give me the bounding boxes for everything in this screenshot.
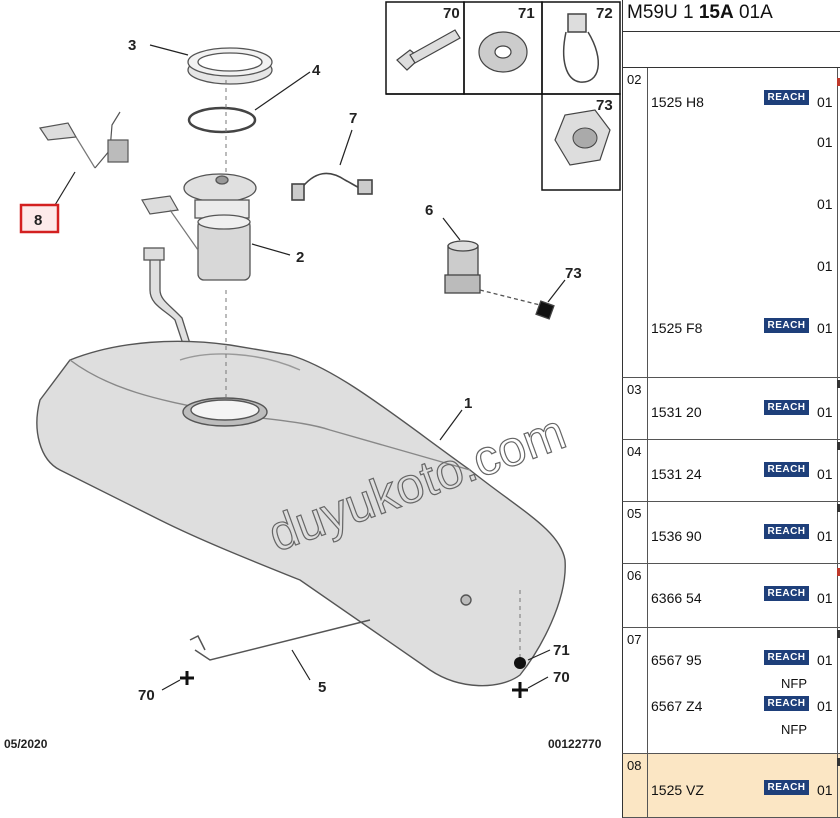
- box-label-70: 70: [443, 5, 460, 22]
- fuel-tank: [36, 340, 566, 687]
- parts-row-02[interactable]: 02 1525 H8 REACH 01 01 01 01 1525 F8 REA…: [622, 68, 840, 378]
- nfp-flag: NFP: [781, 676, 807, 691]
- callout-4: 4: [312, 62, 321, 79]
- row-number: 08: [627, 758, 642, 773]
- quantity: 01: [817, 258, 833, 274]
- callout-70-left: 70: [138, 687, 155, 704]
- callout-2: 2: [296, 249, 304, 266]
- quantity: 01: [817, 466, 833, 482]
- callout-5: 5: [318, 679, 326, 696]
- hose-clip-icon: [562, 13, 599, 83]
- diagram-reference: 00122770: [548, 737, 602, 751]
- washer-icon: [478, 31, 528, 73]
- part-number[interactable]: 1531 20: [651, 404, 702, 420]
- vent-valve: [444, 240, 555, 320]
- parts-row-03[interactable]: 03 1531 20 REACH 01: [622, 378, 840, 440]
- box-label-71: 71: [518, 5, 535, 22]
- quantity: 01: [817, 698, 833, 714]
- reach-badge: REACH: [764, 586, 809, 601]
- model-suffix: 01A: [738, 2, 773, 23]
- part-number[interactable]: 6366 54: [651, 590, 702, 606]
- parts-row-06[interactable]: 06 6366 54 REACH 01: [622, 564, 840, 628]
- exploded-parts-diagram: 70 71 72 73: [19, 1, 621, 704]
- parts-row-05[interactable]: 05 1536 90 REACH 01: [622, 502, 840, 564]
- box-label-73: 73: [596, 97, 613, 114]
- part-number[interactable]: 1536 90: [651, 528, 702, 544]
- callout-8: 8: [34, 212, 42, 229]
- level-sender: [38, 111, 129, 169]
- row-number: 07: [627, 632, 642, 647]
- row-number: 02: [627, 72, 642, 87]
- part-number[interactable]: 1531 24: [651, 466, 702, 482]
- wiring-harness: [291, 172, 373, 201]
- row-marker: [837, 380, 840, 388]
- assembly-lines: [225, 80, 521, 662]
- reach-badge: REACH: [764, 696, 809, 711]
- hardware-legend-boxes: [385, 1, 621, 191]
- quantity: 01: [817, 134, 833, 150]
- reach-badge: REACH: [764, 462, 809, 477]
- callout-71: 71: [553, 642, 570, 659]
- callout-6: 6: [425, 202, 433, 219]
- quantity: 01: [817, 782, 833, 798]
- row-marker: [837, 504, 840, 512]
- reach-badge: REACH: [764, 318, 809, 333]
- model-variant: 15A: [698, 2, 734, 23]
- callout-8-highlight[interactable]: [19, 203, 60, 234]
- callout-73: 73: [565, 265, 582, 282]
- bolt-marker-right: [512, 682, 528, 698]
- row-number: 06: [627, 568, 642, 583]
- strap-rod: [189, 619, 371, 661]
- locking-ring: [187, 47, 273, 85]
- leader-lines: [54, 44, 566, 691]
- callout-1: 1: [464, 395, 472, 412]
- fuel-pump-module: [183, 173, 257, 281]
- model-header: M59U 1 15A 01A: [622, 0, 840, 32]
- quantity: 01: [817, 528, 833, 544]
- row-number: 04: [627, 444, 642, 459]
- reach-badge: REACH: [764, 780, 809, 795]
- row-marker: [837, 568, 840, 576]
- row-marker: [837, 758, 840, 766]
- parts-row-04[interactable]: 04 1531 24 REACH 01: [622, 440, 840, 502]
- row-marker: [837, 630, 840, 638]
- quantity: 01: [817, 196, 833, 212]
- quantity: 01: [817, 590, 833, 606]
- row-number: 05: [627, 506, 642, 521]
- callout-3: 3: [128, 37, 136, 54]
- part-number[interactable]: 6567 Z4: [651, 698, 703, 714]
- callout-70-right: 70: [553, 669, 570, 686]
- bolt-marker-left: [180, 671, 194, 685]
- diagram-date: 05/2020: [4, 737, 48, 751]
- callout-7: 7: [349, 110, 357, 127]
- flange-nut-icon: [554, 109, 611, 166]
- part-number[interactable]: 1525 VZ: [651, 782, 704, 798]
- washer-marker: [514, 657, 526, 669]
- part-number[interactable]: 1525 H8: [651, 94, 704, 110]
- reach-badge: REACH: [764, 400, 809, 415]
- model-code: M59U 1: [627, 2, 694, 23]
- part-number[interactable]: 6567 95: [651, 652, 702, 668]
- row-number: 03: [627, 382, 642, 397]
- seal-ring: [187, 106, 257, 134]
- parts-row-08[interactable]: 08 1525 VZ REACH 01: [622, 754, 840, 818]
- box-label-72: 72: [596, 5, 613, 22]
- reach-badge: REACH: [764, 90, 809, 105]
- nfp-flag: NFP: [781, 722, 807, 737]
- reach-badge: REACH: [764, 650, 809, 665]
- table-subheader: [622, 32, 840, 68]
- row-marker: [837, 442, 840, 450]
- row-marker: [837, 78, 840, 86]
- parts-row-07[interactable]: 07 6567 95 REACH 01 NFP 6567 Z4 REACH 01…: [622, 628, 840, 754]
- reach-badge: REACH: [764, 524, 809, 539]
- quantity: 01: [817, 652, 833, 668]
- sensor-plate: [141, 195, 199, 251]
- quantity: 01: [817, 94, 833, 110]
- bolt-icon: [396, 29, 461, 71]
- filler-pipe: [143, 247, 193, 351]
- quantity: 01: [817, 320, 833, 336]
- part-number[interactable]: 1525 F8: [651, 320, 703, 336]
- quantity: 01: [817, 404, 833, 420]
